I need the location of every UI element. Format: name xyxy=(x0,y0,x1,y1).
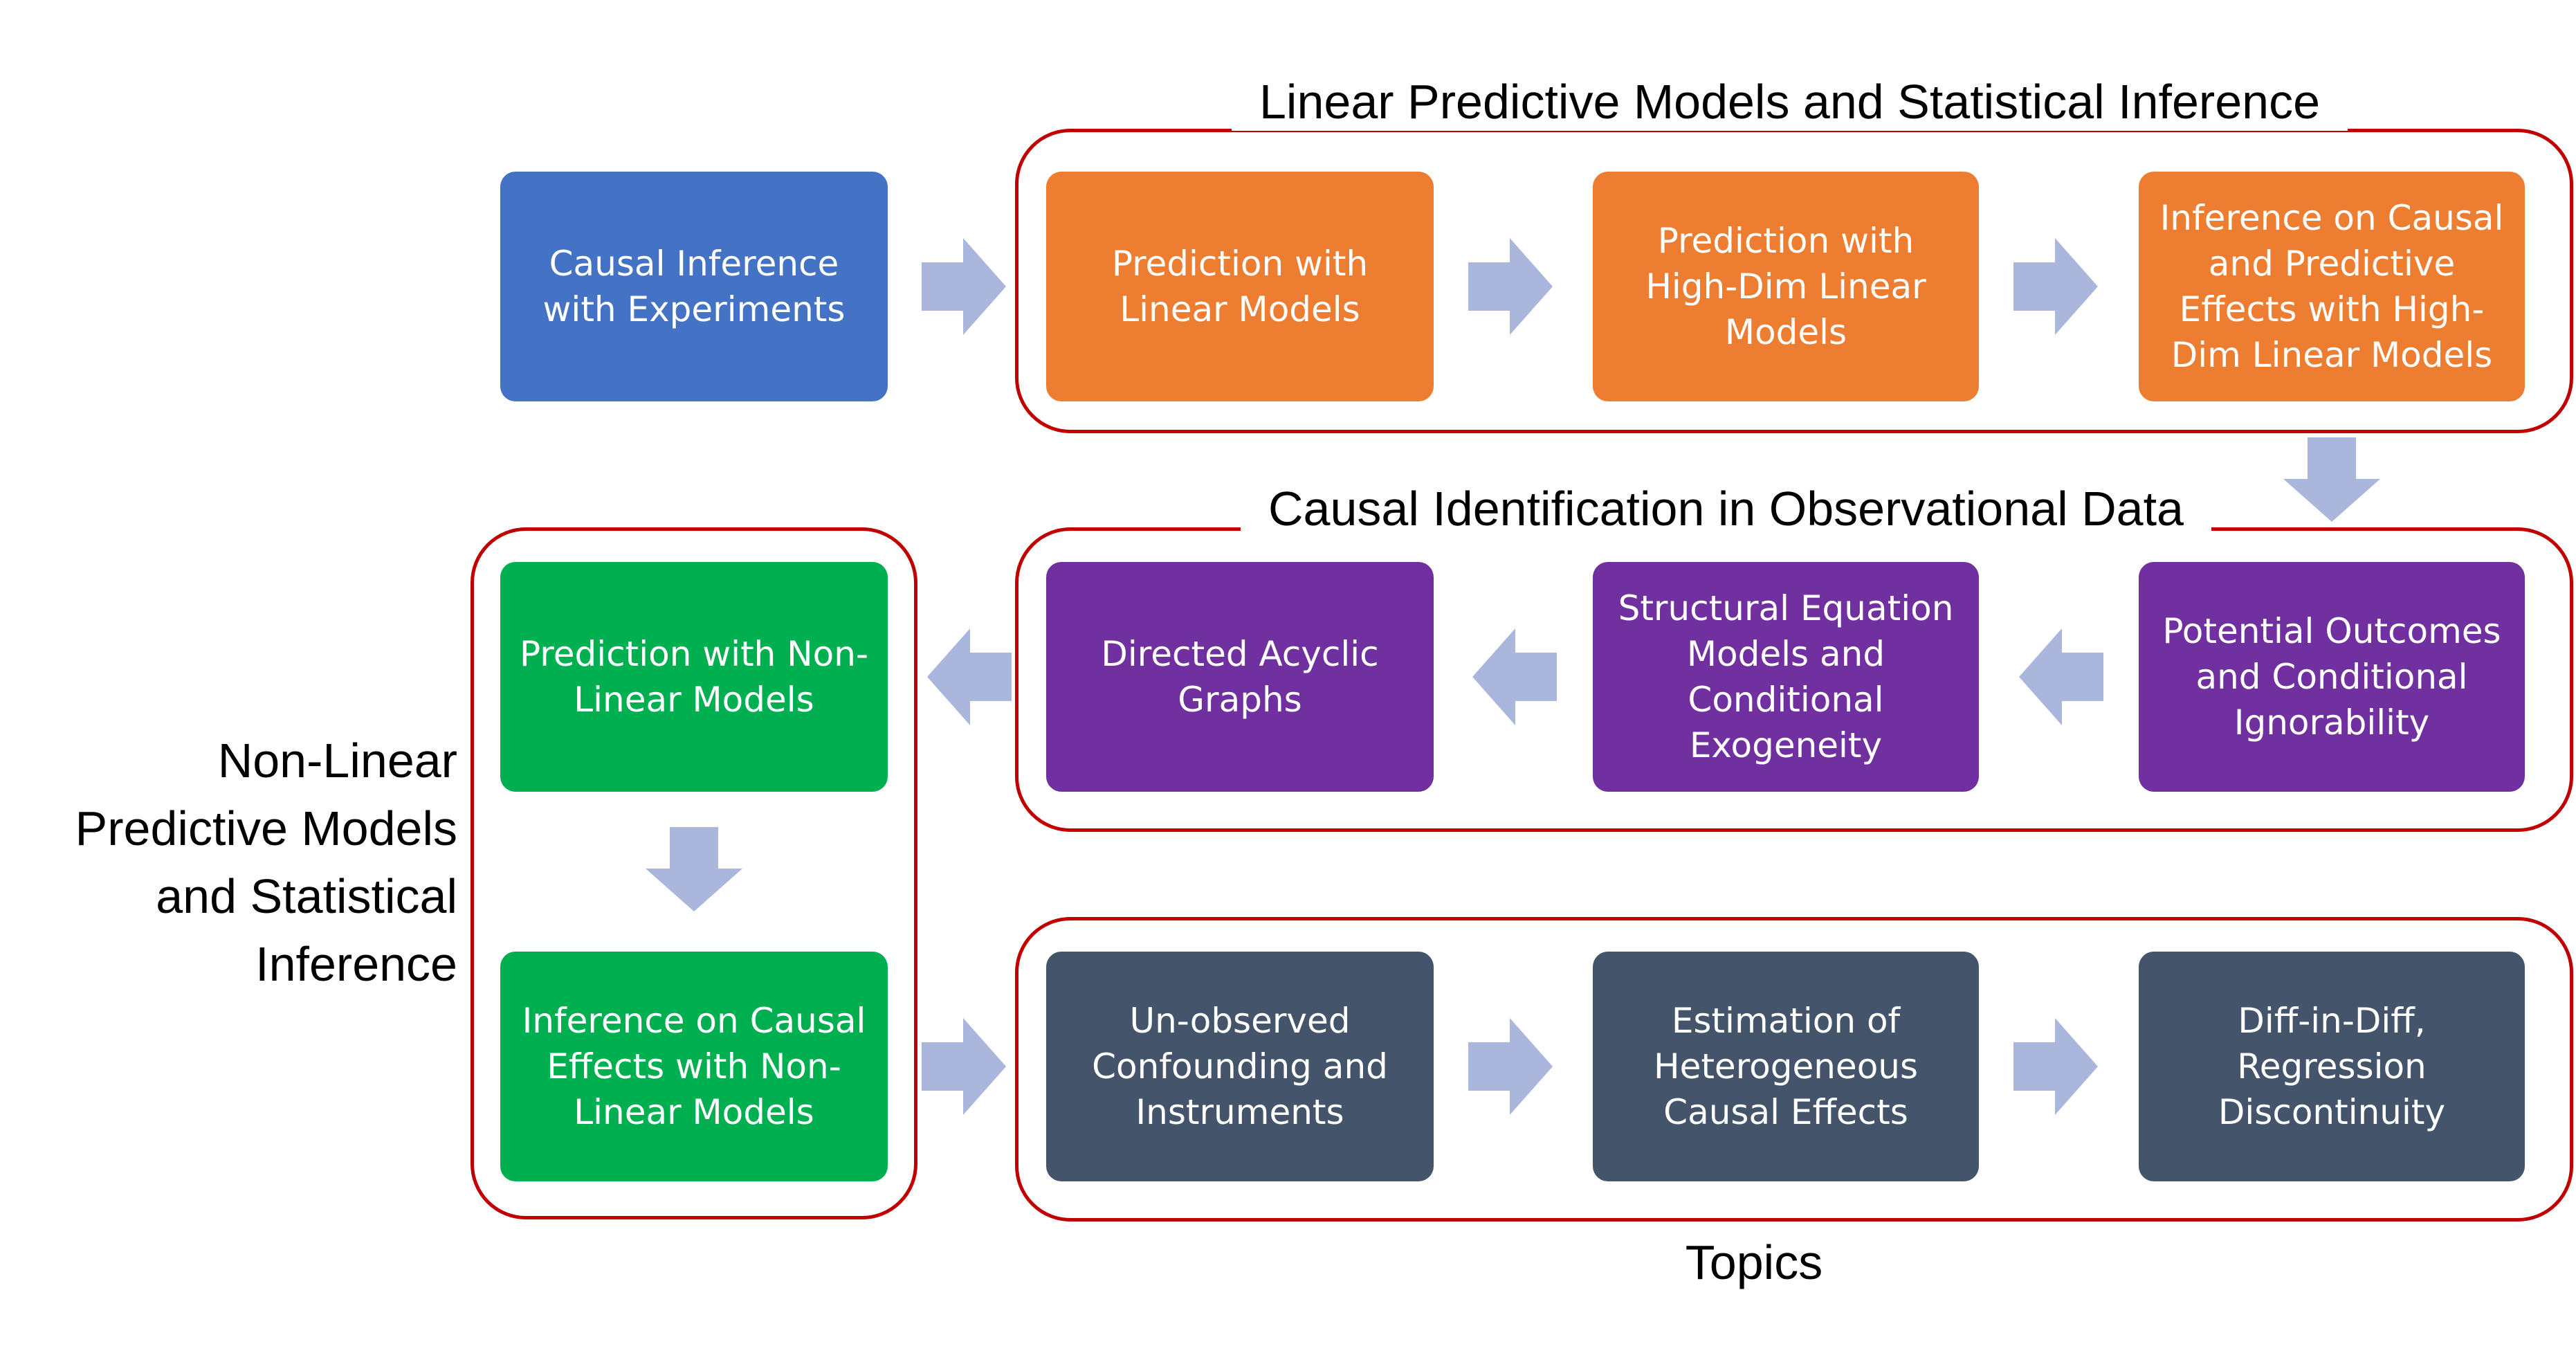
arrow-down-icon xyxy=(2283,437,2380,522)
prediction-linear-models-box: Prediction with Linear Models xyxy=(1046,172,1434,401)
directed-acyclic-graphs-box: Directed Acyclic Graphs xyxy=(1046,562,1434,792)
unobserved-confounding-box: Un-observed Confounding and Instruments xyxy=(1046,952,1434,1181)
structural-equation-models-box: Structural Equation Models and Condition… xyxy=(1593,562,1979,792)
arrow-down-icon xyxy=(646,827,742,911)
diff-in-diff-box: Diff-in-Diff, Regression Discontinuity xyxy=(2139,952,2525,1181)
arrow-right-icon xyxy=(2013,1018,2098,1115)
potential-outcomes-box: Potential Outcomes and Conditional Ignor… xyxy=(2139,562,2525,792)
arrow-left-icon xyxy=(1472,628,1557,725)
arrow-right-icon xyxy=(922,238,1006,335)
prediction-nonlinear-models-box: Prediction with Non- Linear Models xyxy=(500,562,888,792)
nonlinear-models-group-title: Non-Linear Predictive Models and Statist… xyxy=(75,734,457,991)
nonlinear-models-group xyxy=(471,527,917,1219)
arrow-right-icon xyxy=(922,1018,1006,1115)
heterogeneous-effects-box: Estimation of Heterogeneous Causal Effec… xyxy=(1593,952,1979,1181)
causal-identification-group-title: Causal Identification in Observational D… xyxy=(1241,480,2211,538)
causal-inference-experiments-box: Causal Inference with Experiments xyxy=(500,172,888,401)
topics-group xyxy=(1015,917,2573,1222)
inference-nonlinear-models-box: Inference on Causal Effects with Non- Li… xyxy=(500,952,888,1181)
linear-models-group-title: Linear Predictive Models and Statistical… xyxy=(1232,73,2348,131)
prediction-highdim-linear-box: Prediction with High-Dim Linear Models xyxy=(1593,172,1979,401)
arrow-right-icon xyxy=(2013,238,2098,335)
arrow-right-icon xyxy=(1468,1018,1553,1115)
arrow-right-icon xyxy=(1468,238,1553,335)
arrow-left-icon xyxy=(927,628,1012,725)
inference-highdim-linear-box: Inference on Causal and Predictive Effec… xyxy=(2139,172,2525,401)
arrow-left-icon xyxy=(2019,628,2103,725)
topics-group-title: Topics xyxy=(1484,1233,2024,1291)
